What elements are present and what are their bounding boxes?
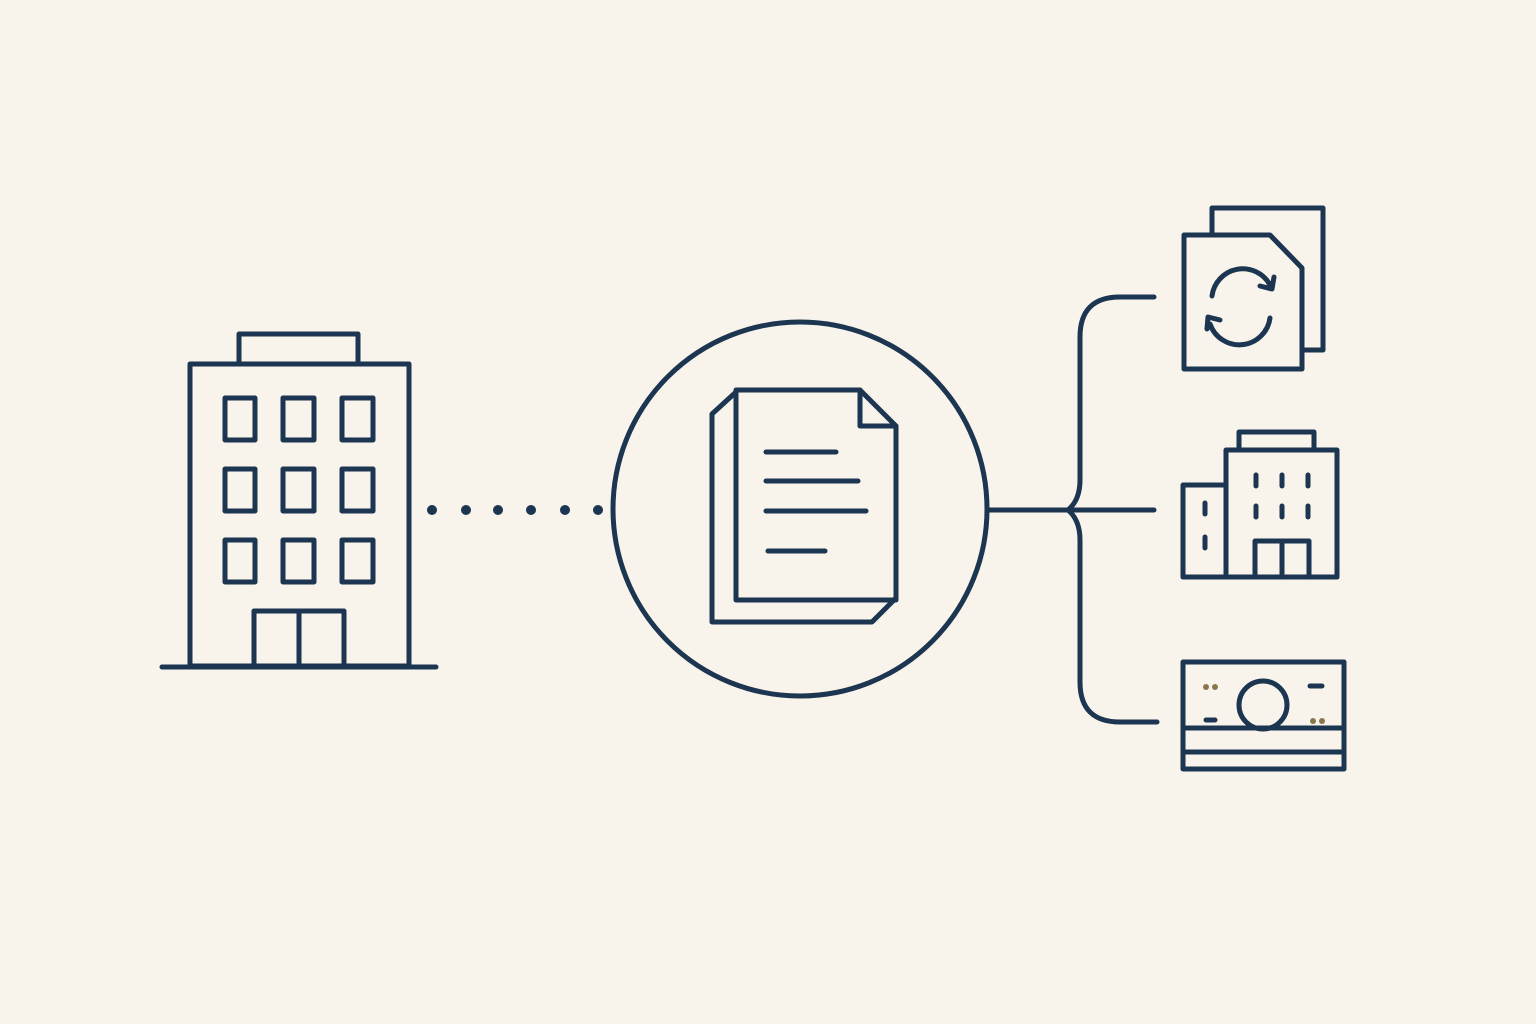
document-icon <box>709 387 899 625</box>
branch-connector <box>984 294 1160 725</box>
dotted-connector <box>427 505 603 515</box>
banknote-icon <box>1180 659 1347 772</box>
office-building-icon <box>159 331 439 670</box>
document-sync-icon <box>1181 205 1326 372</box>
buildings-icon <box>1180 429 1340 580</box>
